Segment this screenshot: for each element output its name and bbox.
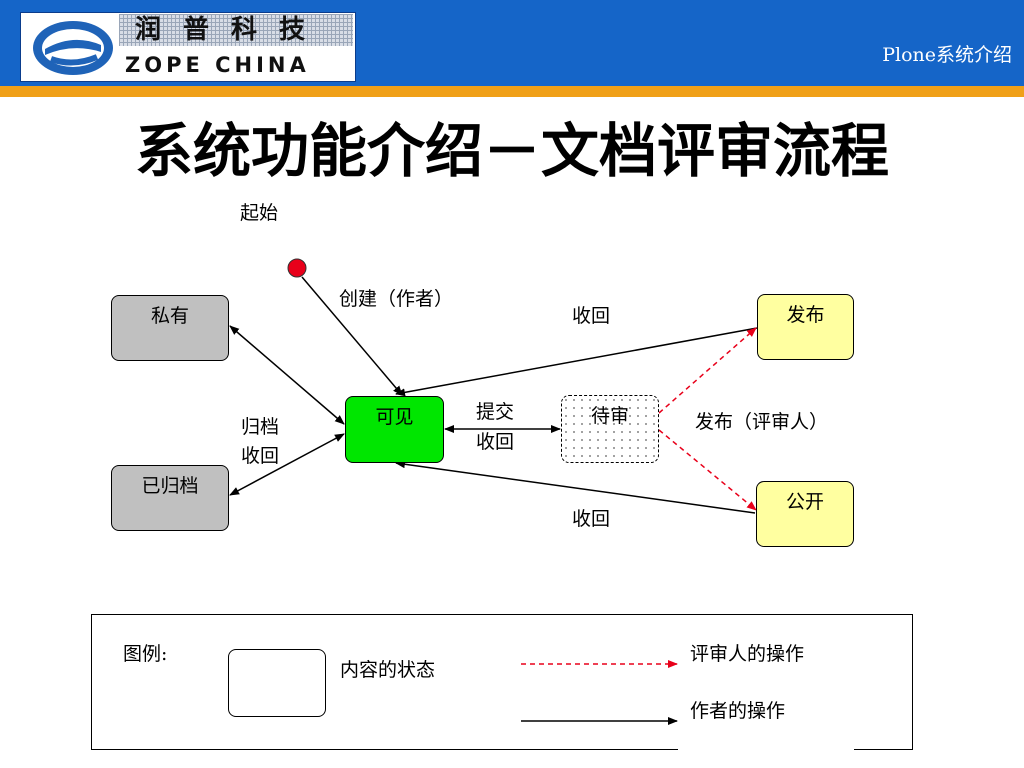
edge-create xyxy=(301,276,403,396)
state-archived: 已归档 xyxy=(111,465,229,531)
start-dot xyxy=(287,258,307,278)
state-public-label: 公开 xyxy=(785,491,824,513)
label-submit: 提交 xyxy=(476,401,515,423)
label-submit-retract: 收回 xyxy=(476,431,515,453)
legend-state-label: 内容的状态 xyxy=(340,659,436,681)
state-archived-label: 已归档 xyxy=(141,475,199,497)
label-retract-top: 收回 xyxy=(572,305,611,327)
edge-retract-published xyxy=(395,327,758,397)
label-publish: 发布（评审人） xyxy=(695,411,829,433)
edge-publish-published xyxy=(658,327,757,414)
label-archive: 归档 xyxy=(241,416,280,438)
state-visible: 可见 xyxy=(345,396,444,463)
label-archive-retract: 收回 xyxy=(241,445,280,467)
state-pending-label: 待审 xyxy=(590,405,629,427)
legend-state-swatch xyxy=(228,649,326,717)
company-logo: 润普科技 ZOPE CHINA xyxy=(20,12,356,82)
legend-reviewer-label: 评审人的操作 xyxy=(690,643,805,665)
edge-visible-archived xyxy=(229,433,345,496)
slide-title: 系统功能介绍－文档评审流程 xyxy=(134,117,889,185)
label-start: 起始 xyxy=(240,202,279,224)
legend-title: 图例: xyxy=(123,643,168,665)
logo-english-name: ZOPE CHINA xyxy=(125,53,310,77)
state-visible-label: 可见 xyxy=(375,406,414,428)
state-private: 私有 xyxy=(111,295,229,361)
state-pending: 待审 xyxy=(561,395,659,463)
state-published-label: 发布 xyxy=(786,304,825,326)
state-public: 公开 xyxy=(756,481,854,547)
logo-chinese-name: 润普科技 xyxy=(135,15,328,45)
header-accent-bar xyxy=(0,86,1024,97)
edge-visible-private xyxy=(229,325,345,425)
label-create: 创建（作者） xyxy=(339,288,454,310)
presentation-title: Plone系统介绍 xyxy=(882,44,1012,66)
legend-border-gap xyxy=(678,742,854,756)
state-private-label: 私有 xyxy=(150,305,189,327)
state-published: 发布 xyxy=(757,294,854,360)
edge-publish-public xyxy=(658,429,757,511)
logo-pattern xyxy=(119,14,353,46)
logo-e-icon xyxy=(33,21,113,75)
edge-retract-public xyxy=(395,460,756,514)
legend-author-label: 作者的操作 xyxy=(690,700,786,722)
label-retract-bottom: 收回 xyxy=(572,508,611,530)
